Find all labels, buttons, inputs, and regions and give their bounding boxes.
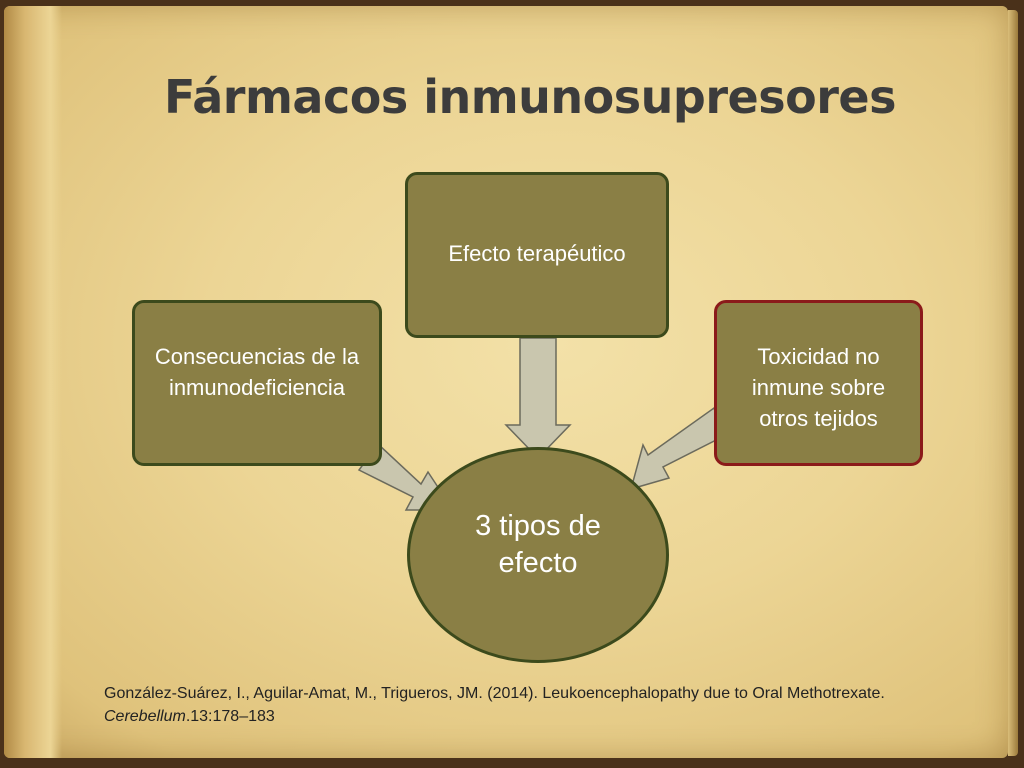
box-efecto-terapeutico: Efecto terapéutico — [405, 172, 669, 338]
center-ellipse: 3 tipos de efecto — [407, 447, 669, 663]
box-label: Toxicidad no inmune sobre otros tejidos — [751, 344, 886, 431]
citation-journal: Cerebellum — [104, 708, 186, 725]
box-consecuencias: Consecuencias de la inmunodeficiencia — [132, 300, 382, 466]
book-spine — [4, 6, 62, 758]
slide-title: Fármacos inmunosupresores — [164, 70, 896, 124]
arrow-top — [504, 337, 572, 460]
arrow-right — [629, 406, 725, 491]
box-toxicidad: Toxicidad no inmune sobre otros tejidos — [714, 300, 923, 466]
center-label: 3 tipos de efecto — [475, 510, 601, 579]
box-label: Consecuencias de la inmunodeficiencia — [154, 344, 360, 400]
page-edge — [1008, 10, 1018, 756]
citation: González-Suárez, I., Aguilar-Amat, M., T… — [104, 682, 924, 728]
citation-authors: González-Suárez, I., Aguilar-Amat, M., T… — [104, 685, 885, 702]
box-label: Efecto terapéutico — [448, 241, 626, 266]
citation-pages: .13:178–183 — [185, 708, 275, 725]
